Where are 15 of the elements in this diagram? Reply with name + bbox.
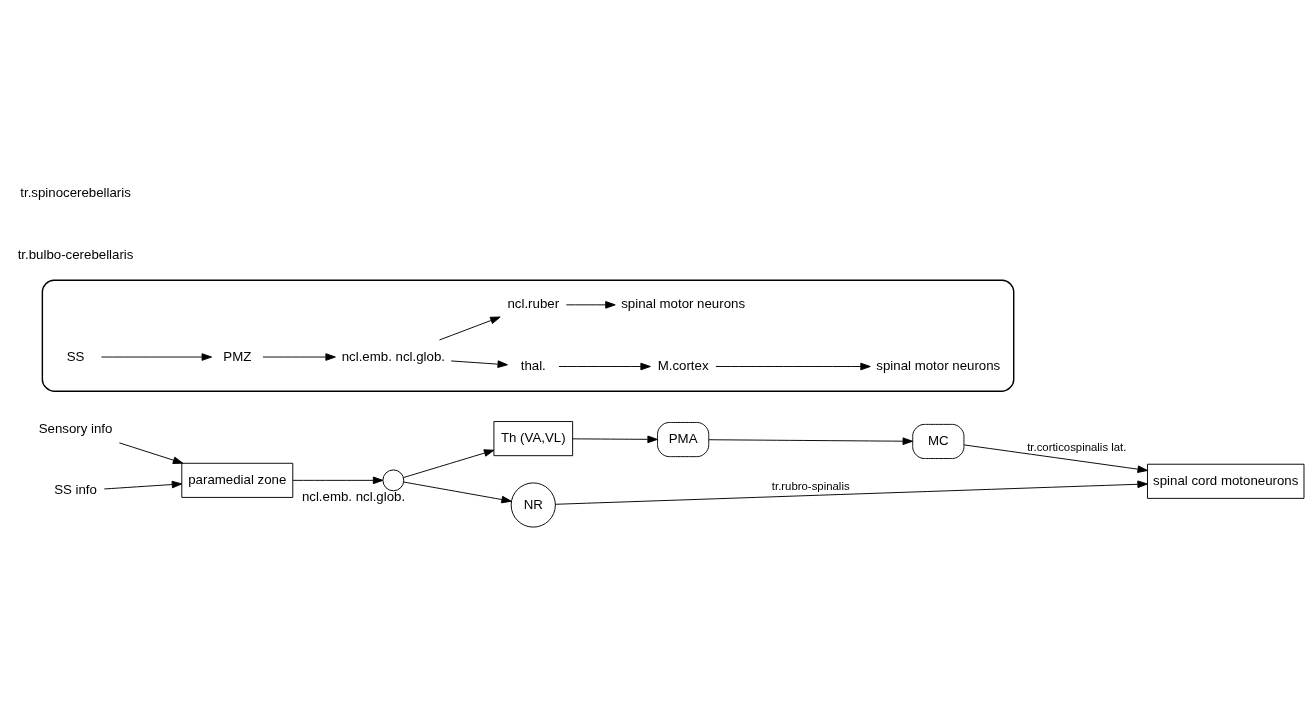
node-text: Sensory info [38, 420, 113, 436]
node-text: SS info [54, 482, 97, 498]
node-text: spinal motor neurons [621, 296, 746, 312]
node-text: thal. [520, 358, 546, 374]
edge-label: tr.corticospinalis lat. [1027, 440, 1127, 453]
label: tr.bulbo-cerebellaris [17, 247, 134, 263]
node-text: SS [66, 348, 85, 364]
node-text: spinal motor neurons [876, 358, 1001, 374]
label: tr.spinocerebellaris [20, 185, 131, 201]
edge-label: tr.rubro-spinalis [771, 480, 850, 493]
node-text: ncl.emb. ncl.glob. [341, 348, 445, 364]
node-text: ncl.ruber [507, 296, 560, 312]
node-text: PMZ [223, 348, 252, 364]
node-label: ncl.emb. ncl.glob. [301, 489, 406, 505]
node-text: M.cortex [657, 358, 709, 374]
